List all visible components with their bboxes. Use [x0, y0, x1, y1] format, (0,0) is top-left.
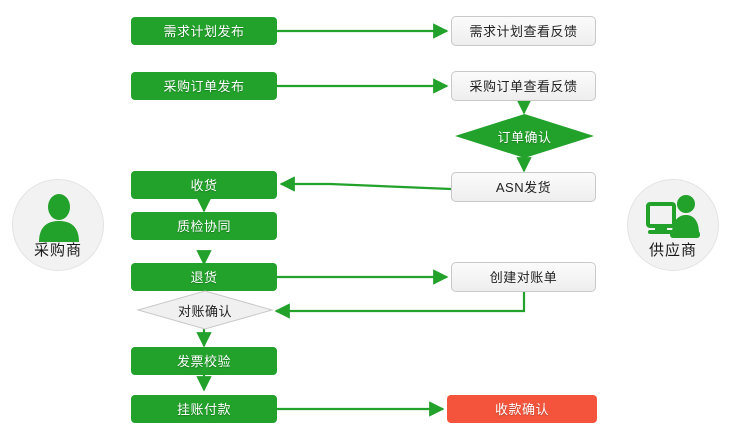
person-icon: [13, 188, 105, 248]
person-at-computer-icon: [628, 188, 720, 248]
node-goods-receipt[interactable]: 收货: [131, 171, 277, 199]
node-demand-plan-publish[interactable]: 需求计划发布: [131, 17, 277, 45]
node-reconciliation-confirm-label: 对账确认: [177, 303, 232, 319]
actor-supplier-label: 供应商: [648, 242, 697, 259]
node-demand-plan-view-feedback[interactable]: 需求计划查看反馈: [451, 16, 596, 46]
node-return-goods[interactable]: 退货: [131, 263, 277, 291]
node-order-confirm-label: 订单确认: [497, 129, 552, 145]
node-order-confirm[interactable]: 订单确认: [455, 114, 594, 158]
node-purchase-order-publish[interactable]: 采购订单发布: [131, 72, 277, 100]
node-payment-receipt-confirm[interactable]: 收款确认: [447, 395, 597, 423]
actor-buyer-label: 采购商: [33, 242, 82, 259]
node-create-reconciliation-statement[interactable]: 创建对账单: [451, 262, 596, 292]
actor-supplier: 供应商: [627, 179, 719, 271]
edge-statement-to-reconcile: [274, 292, 526, 319]
node-accrual-payment[interactable]: 挂账付款: [131, 395, 277, 423]
node-quality-inspection-collaboration[interactable]: 质检协同: [131, 212, 277, 240]
node-asn-shipment[interactable]: ASN发货: [451, 172, 596, 202]
node-purchase-order-view-feedback[interactable]: 采购订单查看反馈: [451, 71, 596, 101]
node-reconciliation-confirm[interactable]: 对账确认: [136, 290, 274, 330]
node-invoice-verification[interactable]: 发票校验: [131, 347, 277, 375]
actor-buyer: 采购商: [12, 179, 104, 271]
edge-asn-to-receipt: [279, 176, 452, 192]
